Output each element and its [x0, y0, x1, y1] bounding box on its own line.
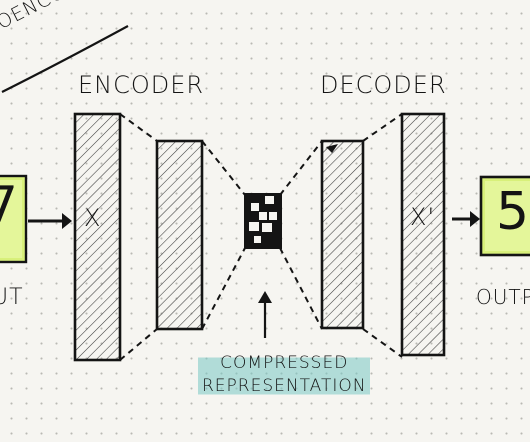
decoder-layer-1	[320, 139, 365, 330]
output-symbol: X'	[410, 203, 436, 231]
decoder-label: DECODER	[320, 71, 447, 99]
encoder-label: ENCODER	[78, 71, 205, 99]
compressed-representation-label: COMPRESSED REPRESENTATION	[198, 352, 371, 398]
encoder-connectors	[119, 113, 246, 361]
code-label-line-2: REPRESENTATION	[202, 375, 367, 396]
encoder-layer-2	[155, 139, 204, 331]
decoder-layer-2	[400, 112, 446, 357]
output-label: OUTP	[476, 285, 530, 309]
input-label: UT	[0, 285, 24, 310]
encoder-layer-1	[73, 112, 122, 362]
code-label-line-1: COMPRESSED	[220, 353, 349, 373]
output-digit: 5	[496, 182, 530, 242]
title-underline	[1, 25, 129, 93]
compressed-code-block	[244, 193, 282, 249]
input-digit: 7	[0, 176, 18, 234]
decoder-connectors	[279, 113, 403, 358]
input-symbol: X	[84, 204, 102, 232]
